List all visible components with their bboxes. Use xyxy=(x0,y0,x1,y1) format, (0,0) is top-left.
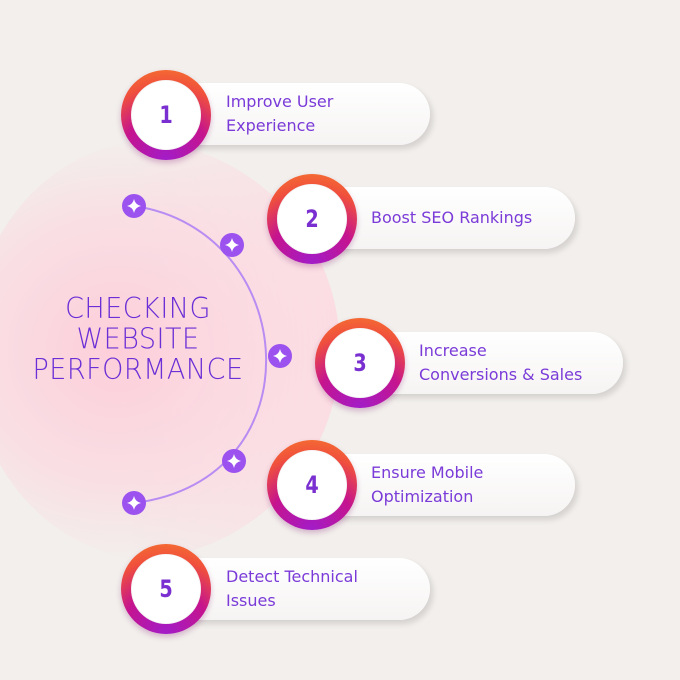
step-number: 2 xyxy=(305,205,319,233)
sparkle-star-icon xyxy=(220,233,244,257)
sparkle-star-icon xyxy=(122,491,146,515)
title-line: WEBSITE xyxy=(76,323,200,356)
step-label: Improve User Experience xyxy=(226,92,334,135)
step-number: 4 xyxy=(305,471,319,499)
arc-path xyxy=(133,205,268,504)
title-line: CHECKING xyxy=(65,292,211,326)
step-badge-4: 4 xyxy=(267,440,357,530)
step-badge-5: 5 xyxy=(121,544,211,634)
step-number: 5 xyxy=(159,575,173,603)
sparkle-star-icon xyxy=(122,194,146,218)
step-badge-3: 3 xyxy=(315,318,405,408)
step-label: Ensure Mobile Optimization xyxy=(371,463,484,506)
step-label: Increase Conversions & Sales xyxy=(419,341,583,384)
title-line: PERFORMANCE xyxy=(32,353,244,387)
step-label: Detect Technical Issues xyxy=(226,567,358,610)
sparkle-star-icon xyxy=(222,449,246,473)
step-number: 1 xyxy=(159,101,173,129)
step-label: Boost SEO Rankings xyxy=(371,208,533,227)
page-title: CHECKING WEBSITE PERFORMANCE xyxy=(8,294,268,385)
step-number: 3 xyxy=(353,349,367,377)
step-badge-1: 1 xyxy=(121,70,211,160)
sparkle-star-icon xyxy=(268,344,292,368)
step-badge-2: 2 xyxy=(267,174,357,264)
